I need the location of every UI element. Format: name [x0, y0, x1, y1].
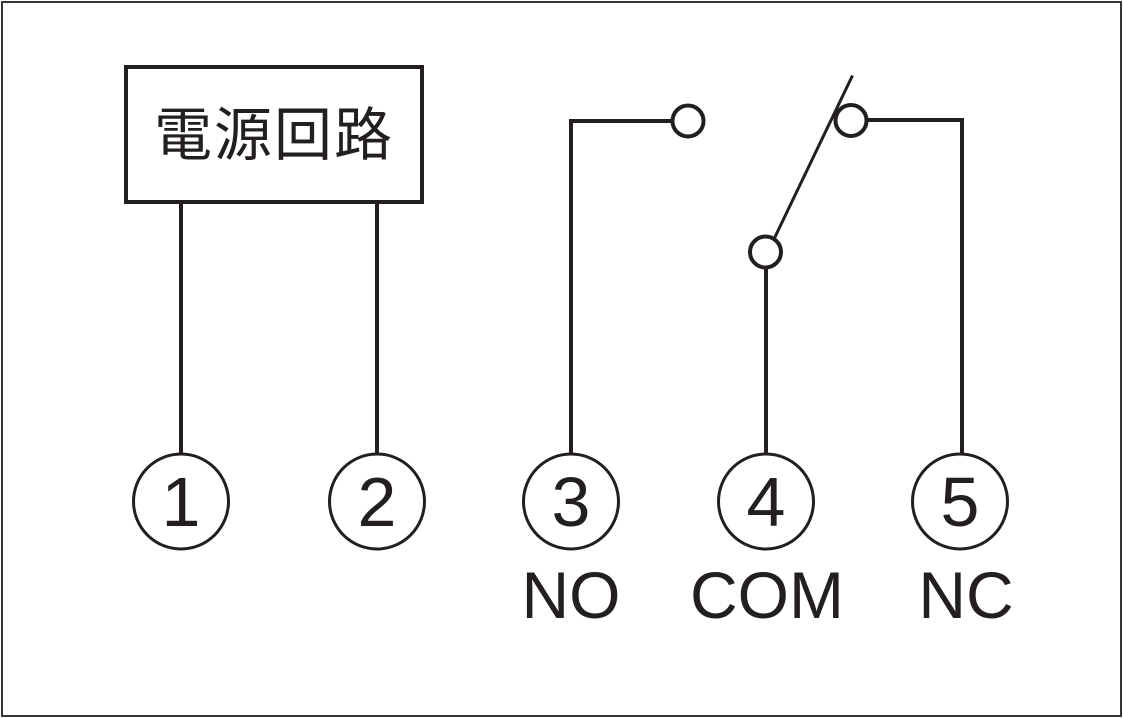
terminal-2-number: 2: [358, 463, 397, 541]
contact-labels: NO COM NC: [522, 558, 1014, 632]
terminal-5: 5: [911, 452, 1009, 551]
power-circuit-block: 電源回路: [124, 65, 424, 455]
terminal-4: 4: [717, 452, 815, 551]
wire-no-branch: [569, 119, 673, 454]
power-circuit-label: 電源回路: [154, 103, 394, 168]
label-nc: NC: [918, 558, 1013, 632]
terminal-3: 3: [522, 452, 620, 551]
label-no: NO: [522, 558, 621, 632]
terminal-1-number: 1: [162, 463, 201, 541]
relay-contact-section: [569, 74, 964, 454]
switch-arm: [773, 74, 854, 239]
label-com: COM: [690, 558, 844, 632]
wire-nc-branch: [866, 118, 964, 453]
com-contact-circle: [748, 234, 783, 270]
terminal-3-circle: [522, 452, 620, 551]
terminal-1-circle: [132, 452, 230, 551]
terminal-5-circle: [911, 452, 1009, 551]
terminal-5-number: 5: [941, 463, 980, 541]
terminal-2: 2: [328, 452, 426, 551]
terminal-4-circle: [717, 452, 815, 551]
nc-contact-circle: [833, 103, 869, 138]
terminal-2-circle: [328, 452, 426, 551]
power-circuit-box: [124, 65, 424, 204]
terminal-row: 1 2 3 4 5: [132, 452, 1009, 551]
no-contact-circle: [670, 103, 706, 139]
terminal-1: 1: [132, 452, 230, 551]
terminal-4-number: 4: [747, 463, 786, 541]
terminal-3-number: 3: [552, 463, 591, 541]
